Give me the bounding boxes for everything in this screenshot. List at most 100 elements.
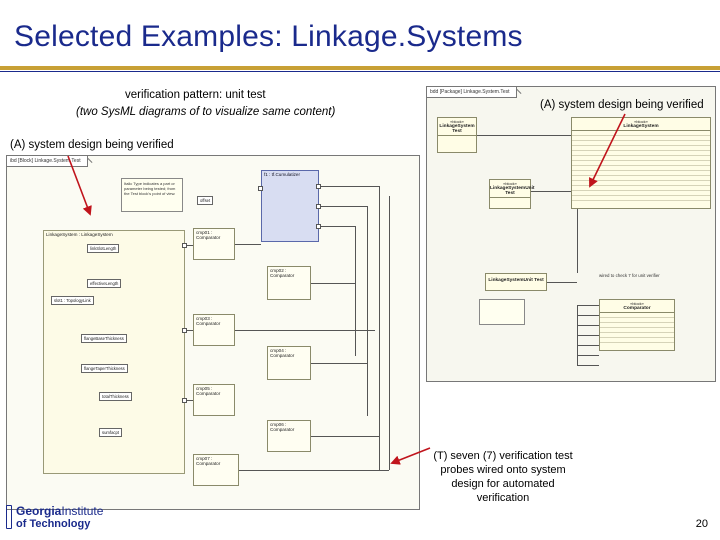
wire [319,226,355,227]
comparator-1-name: cmp01 : Comparator [196,230,221,240]
association-line [577,209,578,273]
block-name: LinkageSystem Test [438,124,476,136]
wire [379,186,380,470]
comparator-6-name: cmp06 : Comparator [270,422,295,432]
wire [239,470,389,471]
comparator-2-name: cmp02 : Comparator [270,268,295,278]
block-linkage-system-test[interactable]: «block» LinkageSystem Test [437,117,477,153]
pattern-caption: verification pattern: unit test [125,89,266,101]
system-left-caption: (A) system design being verified [10,139,174,151]
bdd-wired-note: wired to check 7 for unit verifier [599,273,660,278]
association-line [577,325,599,326]
arrow-probes [390,447,431,465]
page-number: 20 [695,518,708,530]
block-name: LinkageSystemUnit Test [490,186,535,198]
logo-mark-icon [6,505,12,529]
comparator-1[interactable]: cmp01 : Comparator [193,228,235,260]
wire [311,436,379,437]
block-linkage-system[interactable]: «block» LinkageSystem [571,117,711,209]
arrow-left-system [67,155,92,216]
wire [311,363,367,364]
comparator-4-name: cmp04 : Comparator [270,348,295,358]
association-line [577,355,599,356]
value-effective-length[interactable]: effectiveLength [87,279,122,288]
probes-caption: (T) seven (7) verification test probes w… [433,450,573,504]
wire [367,206,368,416]
wire [185,400,193,401]
association-line [577,305,599,306]
bdd-diagram: bdd [Package] Linkage.System.Test «block… [426,86,716,382]
association-line [531,191,571,192]
bdd-note-definition [479,299,525,325]
block-attributes [600,313,674,347]
logo-institute: Institute [61,504,104,518]
block-linkage-system-unit-test[interactable]: «block» LinkageSystemUnit Test [489,179,535,209]
comparator-2[interactable]: cmp02 : Comparator [267,266,311,300]
comparator-3-name: cmp03 : Comparator [196,316,221,326]
value-flange-base-thickness[interactable]: flangeBaseThickness [81,334,127,343]
wire [389,196,390,470]
diagrams-caption: (two SysML diagrams of to visualize same… [76,106,336,118]
logo-line2: of Technology [16,518,91,530]
logo-line1: GeorgiaInstitute [16,504,103,518]
title-rule [0,66,720,70]
port [182,328,187,333]
association-line [577,305,578,365]
association-line [547,282,577,283]
association-line [477,135,571,136]
comparator-6[interactable]: cmp06 : Comparator [267,420,311,452]
wire [235,244,261,245]
wire [319,186,379,187]
association-line [577,335,599,336]
block-name: LinkageSystem [572,124,710,131]
block-stereotype: «block» [503,181,517,186]
wire [319,206,367,207]
system-right-caption: (A) system design being verified [540,99,704,111]
value-offset[interactable]: offset [197,196,214,205]
value-total-thickness[interactable]: totalThickness [99,392,132,401]
comparator-3[interactable]: cmp03 : Comparator [193,314,235,346]
port [258,186,263,191]
comparator-7-name: cmp07 : Comparator [196,456,221,466]
value-slot1[interactable]: slot1 : TopologyLink [51,296,94,305]
association-line [577,345,599,346]
wire [185,245,193,246]
value-sumfacpt[interactable]: sumfacpt [99,428,122,437]
arrow-right-system [589,113,626,188]
port [182,398,187,403]
port [316,224,321,229]
title-rule-secondary [0,71,720,72]
association-line [577,365,599,366]
port [182,243,187,248]
block-name: Comparator [600,306,674,313]
port [316,184,321,189]
comparator-4[interactable]: cmp04 : Comparator [267,346,311,380]
block-stereotype: «block» [450,119,464,124]
ibd-diagram: ibd [Block] Linkage.System.Test Italic T… [6,155,420,510]
port [316,204,321,209]
constraint-block-name: f1 : tf.Cumulatizer [264,172,300,177]
logo-georgia: Georgia [16,504,62,518]
bdd-frame-tab: bdd [Package] Linkage.System.Test [427,87,517,98]
value-link-slot-length[interactable]: linkSlotLength [87,244,120,253]
block-stereotype: «block» [630,301,644,306]
comparator-7[interactable]: cmp07 : Comparator [193,454,239,486]
outer-system-block-name: LinkageSystem : LinkageSystem [46,232,113,237]
wire [185,330,193,331]
comparator-5-name: cmp05 : Comparator [196,386,221,396]
value-flange-taper-thickness[interactable]: flangeTaperThickness [81,364,128,373]
block-unit-test-instance[interactable]: LinkageSystemUnit Test [485,273,547,291]
block-comparator[interactable]: «block» Comparator [599,299,675,351]
comparator-5[interactable]: cmp05 : Comparator [193,384,235,416]
wire [235,330,375,331]
ibd-note: Italic Type indicates a part or paramete… [121,178,183,212]
block-attributes [572,131,710,201]
association-line [577,315,599,316]
ibd-frame-tab: ibd [Block] Linkage.System.Test [7,156,88,167]
slide-title: Selected Examples: Linkage.Systems [14,20,523,53]
block-stereotype: «block» [634,119,648,124]
wire [355,226,356,356]
block-name: LinkageSystemUnit Test [488,278,544,283]
wire [311,283,355,284]
